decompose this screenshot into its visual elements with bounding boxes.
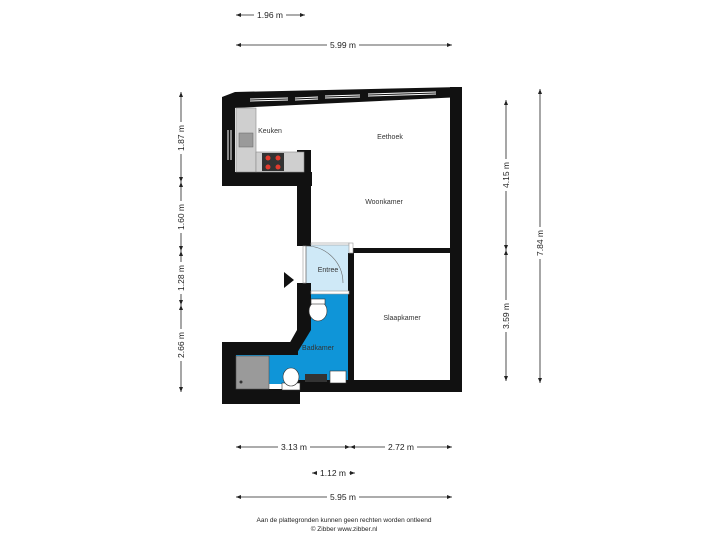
dimension-label: 1.28 m: [176, 265, 186, 291]
dimension-label: 7.84 m: [535, 230, 545, 256]
kitchen-window: [227, 130, 232, 160]
dimension-bottom-total: 5.95 m: [236, 491, 452, 503]
dimension-top-2: 5.99 m: [236, 39, 452, 51]
room-label-keuken: Keuken: [258, 128, 282, 135]
stove-burners: [265, 155, 281, 170]
dimension-label: 3.59 m: [501, 303, 511, 329]
dimension-right-total: 7.84 m: [534, 89, 546, 383]
toilet-icon: [308, 298, 328, 322]
dimension-label: 1.60 m: [176, 204, 186, 230]
shower-icon: [235, 355, 270, 390]
stove-icon: [262, 153, 284, 171]
dimension-label: 1.12 m: [320, 468, 346, 478]
dimension-bottom-1: 3.13 m 2.72 m: [236, 441, 452, 453]
windows: [249, 91, 437, 102]
footer-copyright: © Zibber www.zibber.nl: [311, 525, 378, 533]
dimension-label: 4.15 m: [501, 162, 511, 188]
shower-drain-icon: [239, 380, 243, 384]
sink-icon: [238, 132, 254, 148]
footer-disclaimer: Aan de plattegronden kunnen geen rechten…: [257, 517, 432, 524]
dimension-label: 5.95 m: [330, 492, 356, 502]
dimension-label: 2.66 m: [176, 332, 186, 358]
dimension-left: 1.87 m 1.60 m 1.28 m 2.66 m: [175, 92, 187, 392]
dimension-bottom-3: 1.12 m: [312, 467, 355, 479]
dimension-label: 1.96 m: [257, 10, 283, 20]
dimension-label: 3.13 m: [281, 442, 307, 452]
room-label-woonkamer: Woonkamer: [365, 199, 403, 206]
entrance-arrow-icon: [284, 272, 294, 288]
dimension-right: 4.15 m 3.59 m: [500, 100, 512, 381]
entrance-door: [302, 245, 344, 284]
dimension-label: 5.99 m: [330, 40, 356, 50]
dimension-top-1: 1.96 m: [236, 9, 305, 21]
washbasin-icon: [329, 370, 347, 384]
door-marks: [310, 242, 354, 295]
room-label-entree: Entree: [318, 267, 339, 274]
room-label-badkamer: Badkamer: [302, 345, 335, 352]
dimension-label: 1.87 m: [176, 125, 186, 151]
washing-machine-icon: [305, 374, 327, 382]
toilet-icon: [281, 367, 301, 391]
room-label-eethoek: Eethoek: [377, 134, 403, 141]
dimension-label: 2.72 m: [388, 442, 414, 452]
room-label-slaapkamer: Slaapkamer: [383, 315, 421, 322]
